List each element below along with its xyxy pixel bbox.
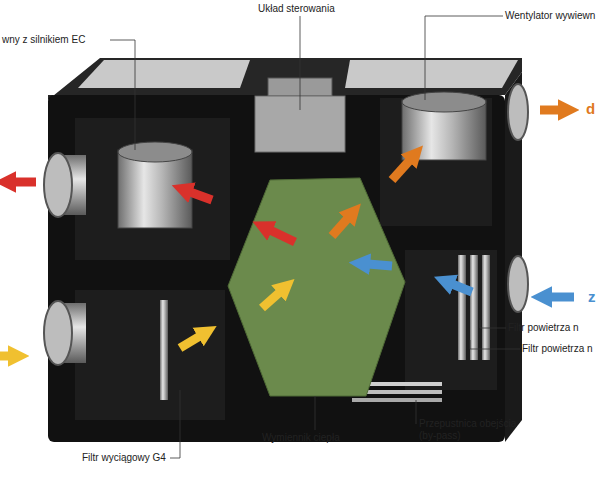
leader-line [480,320,506,328]
part-label: Filtr powietrza n [522,343,593,355]
lid-panel [78,60,250,88]
part-label: Układ sterowania [258,3,335,15]
duct-spigot [508,84,528,140]
extract-chamber [75,290,225,420]
part-label: Filtr wyciągowy G4 [82,452,166,464]
airflow-arrow [368,264,392,266]
duct-spigot [44,301,72,365]
lid-panel [345,60,518,88]
part-label: Wentylator wywiewn [505,10,595,22]
housing-front [48,95,505,442]
airflow-arrow [452,284,472,292]
leader-line [470,340,520,349]
leader-line [170,390,180,458]
airflow-arrow [180,336,200,348]
leader-line [300,16,301,110]
airflow-arrow [14,178,36,187]
leader-line [315,396,316,430]
leader-line [425,16,503,100]
part-label: Wymiennik ciepła [262,432,340,444]
airflow-arrow [190,192,212,200]
airflow-arrow [540,106,560,115]
filter-chamber [405,250,497,390]
fan-chamber [380,98,492,226]
heat-exchanger [228,178,405,396]
fan-chamber [75,118,230,260]
airflow-arrow [0,352,10,361]
bypass-rod [352,398,442,402]
filter-plate [482,255,490,360]
airflow-arrow [262,292,280,308]
filter-plate [160,300,168,400]
filter-plate [470,255,478,360]
fan-rim [118,142,192,162]
part-label: z [588,288,596,305]
part-label: d [586,100,595,117]
fan-rim [402,92,486,112]
airflow-arrow [270,230,295,242]
leader-line [110,40,135,150]
airflow-arrow [392,160,410,180]
part-label: Filtr powietrza n [508,322,579,334]
filter-plate [458,255,466,360]
leader-line [416,400,417,424]
airflow-arrow [550,293,574,302]
part-label: wny z silnikiem EC [2,34,85,46]
duct-spigot [508,256,528,312]
part-label: Przepustnica obejścia (by-pass) [419,418,529,442]
duct-spigot [44,153,72,217]
airflow-arrow [332,218,348,236]
